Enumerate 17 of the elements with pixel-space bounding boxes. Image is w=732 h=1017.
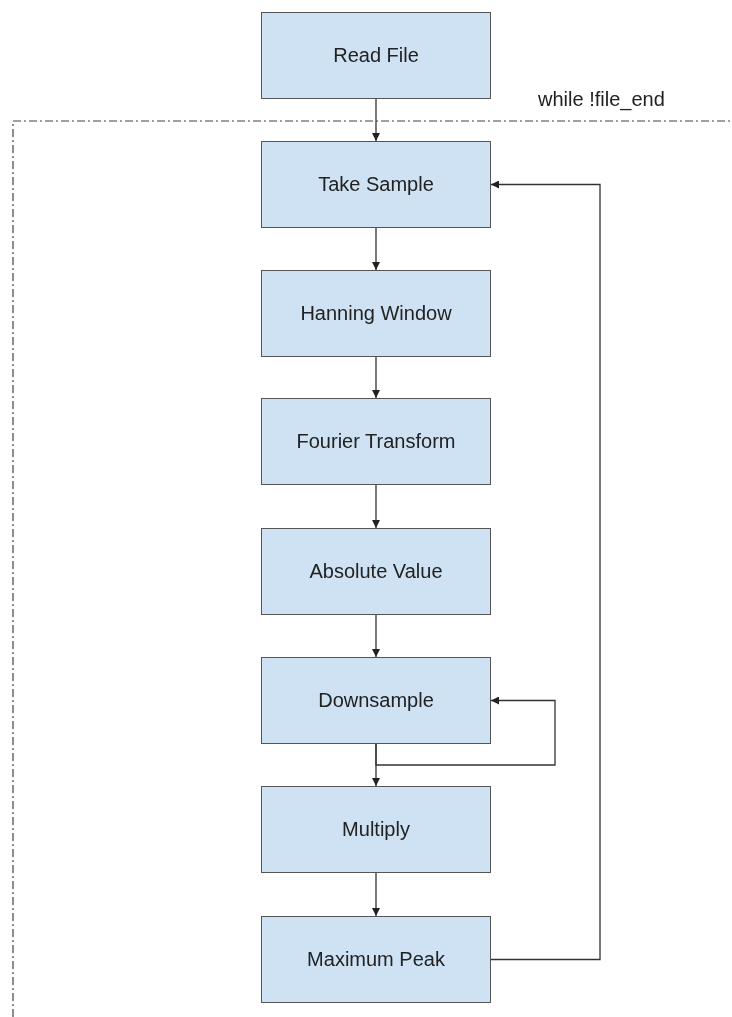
arrow	[490, 180, 601, 961]
arrow	[372, 227, 380, 271]
process-box: Fourier Transform	[261, 398, 491, 485]
process-box: Multiply	[261, 786, 491, 873]
process-box: Downsample	[261, 657, 491, 744]
arrow	[372, 356, 380, 399]
loop-arrow	[375, 696, 556, 766]
process-box: Read File	[261, 12, 491, 99]
process-box: Take Sample	[261, 141, 491, 228]
process-box: Maximum Peak	[261, 916, 491, 1003]
process-box: Hanning Window	[261, 270, 491, 357]
process-box: Absolute Value	[261, 528, 491, 615]
arrow	[372, 614, 380, 658]
arrow	[372, 98, 380, 142]
loop-condition-label: while !file_end	[538, 88, 665, 111]
arrow	[372, 484, 380, 529]
arrow	[372, 872, 380, 917]
